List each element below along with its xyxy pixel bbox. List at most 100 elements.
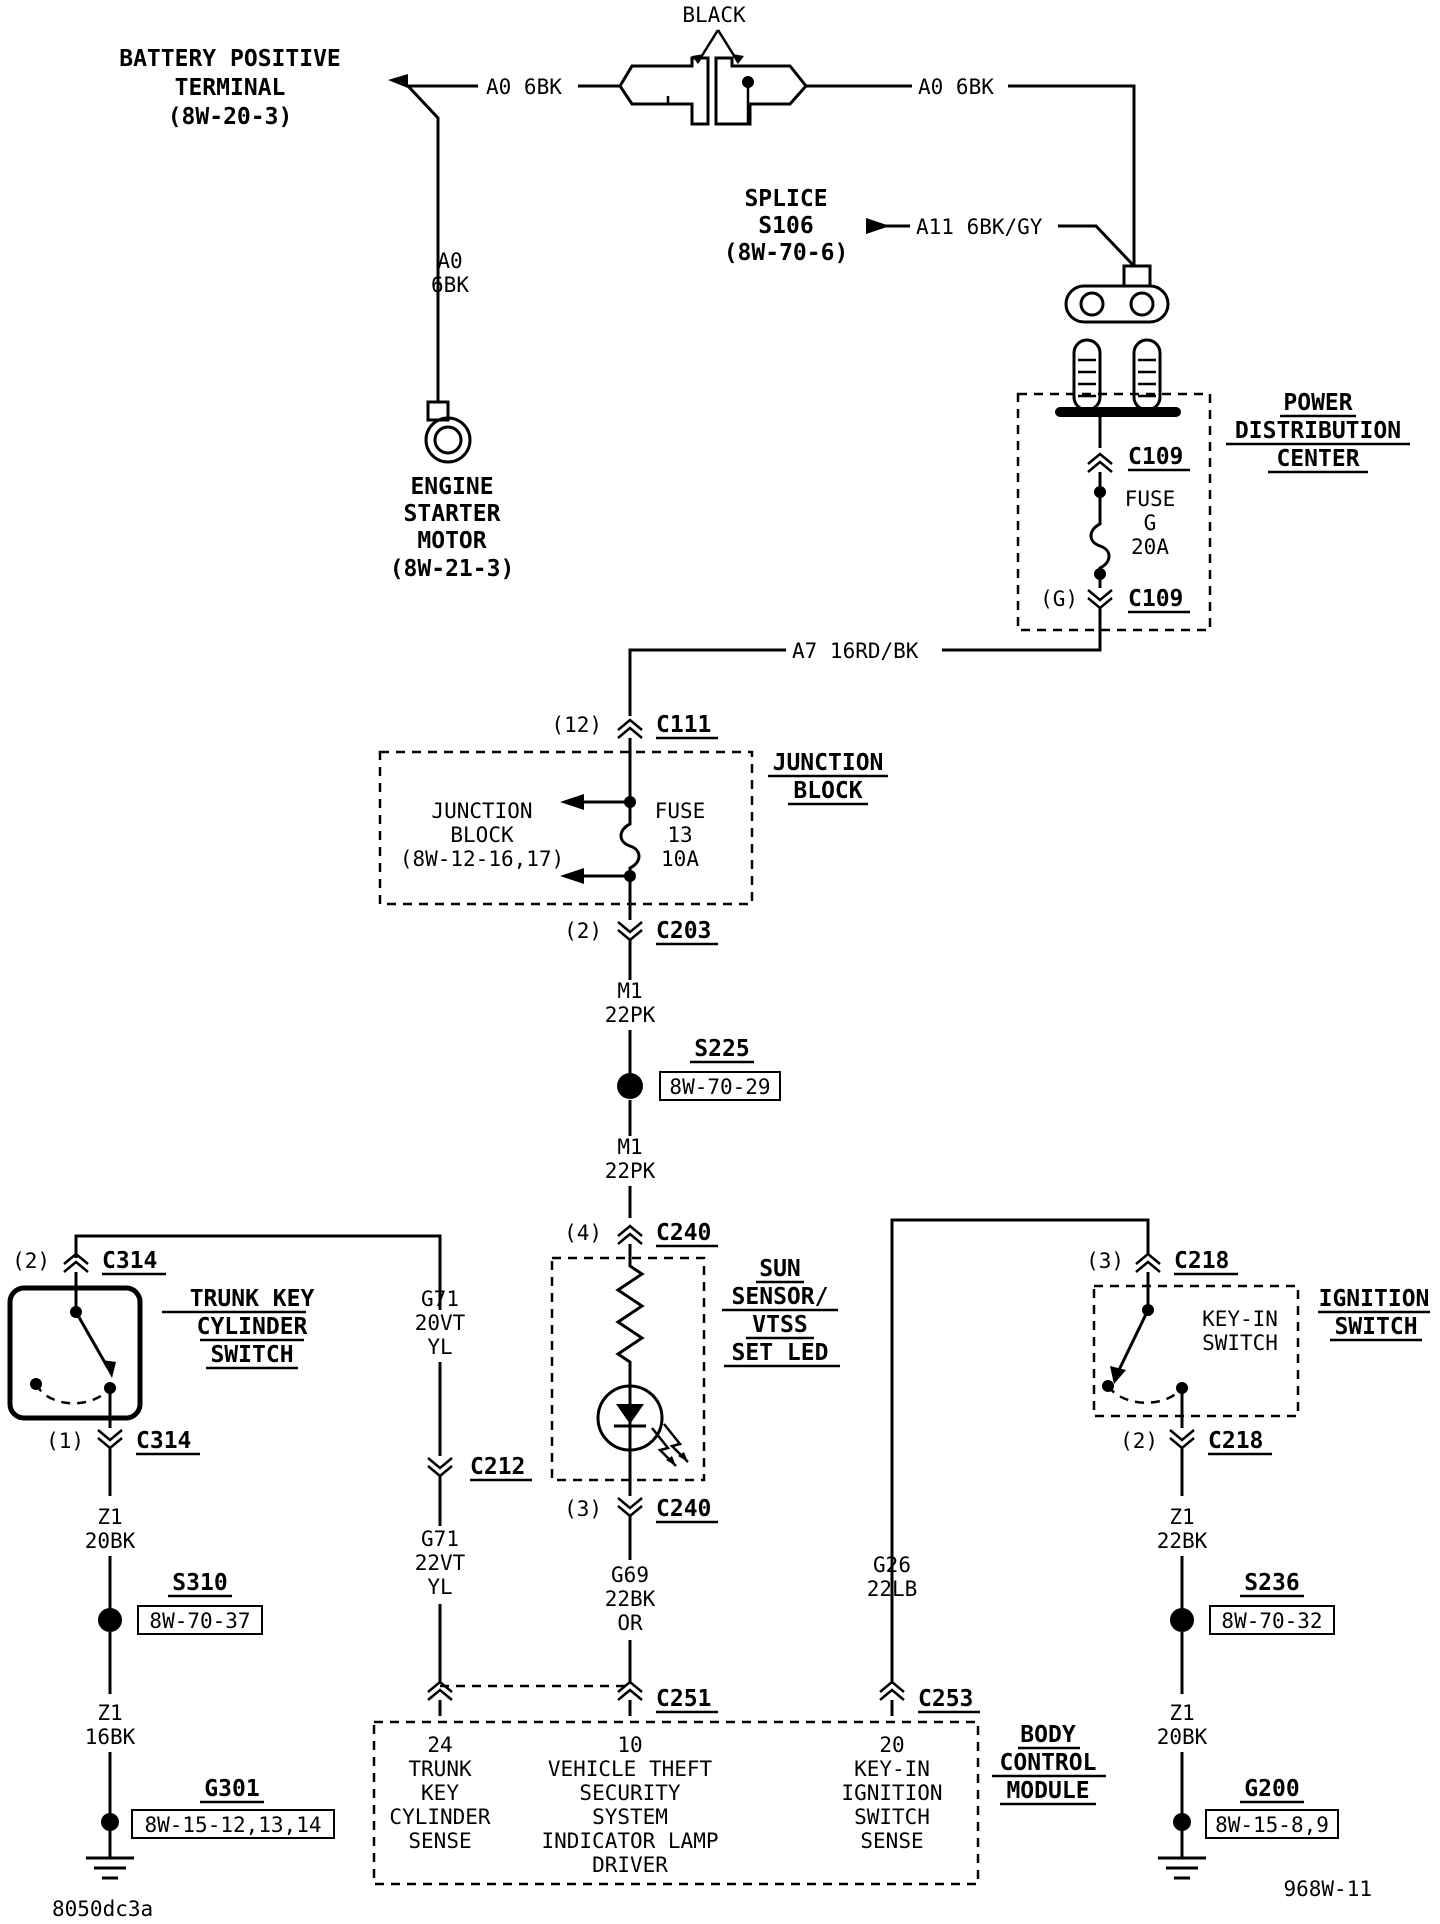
ign-inner-label-1: KEY-IN bbox=[1202, 1307, 1278, 1331]
g301-ref: 8W-15-12,13,14 bbox=[144, 1813, 321, 1837]
pdc-title-3: CENTER bbox=[1276, 446, 1359, 472]
c240-pin-top: (4) bbox=[564, 1221, 602, 1245]
wire-z1-left-upper-1: Z1 bbox=[97, 1505, 122, 1529]
c253-label: C253 bbox=[918, 1686, 973, 1712]
g301-ground-icon bbox=[86, 1830, 134, 1880]
pdc-stud-threads bbox=[1078, 358, 1156, 398]
sun-sensor-vtss-led: (4) C240 (3) C240 SUN SENSOR/ VTSS SET L… bbox=[550, 1220, 840, 1524]
fuse-13-label-2: 13 bbox=[667, 823, 692, 847]
bcm-pin24-label-4: SENSE bbox=[408, 1829, 471, 1853]
sun-sensor-title-2: SENSOR/ bbox=[732, 1284, 829, 1310]
bcm-pin20-label-3: SWITCH bbox=[854, 1805, 930, 1829]
pdc-lug bbox=[1122, 264, 1152, 288]
fuse-g-label-2: G bbox=[1144, 511, 1157, 535]
battery-title-2: TERMINAL bbox=[175, 75, 286, 101]
starter-title-1: ENGINE bbox=[410, 474, 493, 500]
wire-g71-upper-label-3: YL bbox=[427, 1335, 452, 1359]
wire-g71-lower-label-2: 22VT bbox=[415, 1551, 466, 1575]
jb-inner-label-1: JUNCTION bbox=[431, 799, 532, 823]
splice-s310: S310 8W-70-37 bbox=[98, 1570, 263, 1635]
trunk-switch-title-1: TRUNK KEY bbox=[190, 1286, 315, 1312]
ign-inner-label-2: SWITCH bbox=[1202, 1331, 1278, 1355]
bcm-pin10-label-3: SYSTEM bbox=[592, 1805, 668, 1829]
trunk-key-cylinder-switch: (2) C314 (1) C314 TRUNK KEY CYLINDER SWI… bbox=[7, 1234, 442, 1456]
c240-bottom-label: C240 bbox=[656, 1496, 711, 1522]
s310-splice-dot bbox=[98, 1608, 122, 1632]
wire-a7-left bbox=[628, 648, 786, 716]
wire-g71-lower-label-1: G71 bbox=[421, 1527, 459, 1551]
wire-a0-left-label: A0 6BK bbox=[486, 75, 562, 99]
g301-name: G301 bbox=[204, 1776, 259, 1802]
trunk-switch-dashed-arc bbox=[34, 1383, 111, 1405]
wire-trunk-loop bbox=[74, 1234, 442, 1310]
connector-right-half bbox=[714, 56, 808, 126]
c240-bottom-connector-icon bbox=[617, 1497, 643, 1518]
wire-g69-label-2: 22BK bbox=[605, 1587, 656, 1611]
sun-sensor-title-4: SET LED bbox=[732, 1340, 829, 1366]
starter-title-4: (8W-21-3) bbox=[390, 556, 515, 582]
wire-a0-right-label: A0 6BK bbox=[918, 75, 994, 99]
black-connector: BLACK bbox=[618, 3, 808, 126]
wire-z1-left-upper-2: 20BK bbox=[85, 1529, 136, 1553]
c212-connector-icon bbox=[427, 1457, 453, 1478]
battery-title-1: BATTERY POSITIVE bbox=[119, 46, 341, 72]
bcm-pin10-label-1: VEHICLE THEFT bbox=[548, 1757, 713, 1781]
starter-title-2: STARTER bbox=[404, 501, 501, 527]
s310-ref: 8W-70-37 bbox=[149, 1609, 250, 1633]
c218-top-label: C218 bbox=[1174, 1248, 1229, 1274]
bcm-pin24-label-3: CYLINDER bbox=[389, 1805, 491, 1829]
body-control-module: C251 C253 24 TRUNK KEY CYLINDER SENSE 10… bbox=[372, 1680, 1106, 1886]
c109-top-connector-icon bbox=[1087, 452, 1113, 473]
bcm-title-1: BODY bbox=[1020, 1722, 1076, 1748]
bcm-pin-stubs bbox=[438, 1700, 894, 1716]
bcm-pin24-num: 24 bbox=[427, 1733, 452, 1757]
battery-arrow-icon bbox=[388, 74, 408, 88]
c109-bottom-label: C109 bbox=[1128, 586, 1183, 612]
wire-a0-vert-label-1: A0 bbox=[437, 249, 462, 273]
junction-block-title-2: BLOCK bbox=[793, 778, 862, 804]
c111-label: C111 bbox=[656, 712, 711, 738]
c109-pin-g: (G) bbox=[1040, 587, 1078, 611]
c314-pin-top: (2) bbox=[12, 1249, 50, 1273]
bcm-pin10-label-4: INDICATOR LAMP bbox=[541, 1829, 718, 1853]
wire-g71-upper-label-1: G71 bbox=[421, 1287, 459, 1311]
fuse-13-icon bbox=[619, 802, 641, 876]
ignition-switch-title-2: SWITCH bbox=[1334, 1314, 1417, 1340]
g200-node bbox=[1173, 1813, 1191, 1831]
c109-top-label: C109 bbox=[1128, 444, 1183, 470]
ign-switch-blade-icon bbox=[1116, 1309, 1150, 1373]
bcm-pin20-num: 20 bbox=[879, 1733, 904, 1757]
footer-left-code: 8050dc3a bbox=[52, 1897, 153, 1921]
jb-arrow-bottom-icon bbox=[560, 868, 584, 884]
wire-z1-right-lower-1: Z1 bbox=[1169, 1701, 1194, 1725]
junction-block-dashed-box bbox=[378, 750, 754, 906]
wire-a0-vert-label-2: 6BK bbox=[431, 273, 469, 297]
c240-pin-bottom: (3) bbox=[564, 1497, 602, 1521]
led-light-rays-icon bbox=[651, 1423, 689, 1467]
wire-a11-label: A11 6BK/GY bbox=[916, 215, 1043, 239]
jb-inner-label-2: BLOCK bbox=[450, 823, 514, 847]
wire-g26-label-2: 22LB bbox=[867, 1577, 918, 1601]
wire-z1-right-lower-2: 20BK bbox=[1157, 1725, 1208, 1749]
s225-ref-box bbox=[659, 1071, 781, 1101]
fuse-13-label-1: FUSE bbox=[655, 799, 706, 823]
c218-pin-top: (3) bbox=[1086, 1249, 1124, 1273]
ignition-switch-dashed-box bbox=[1092, 1284, 1300, 1418]
wire-g26-loop bbox=[890, 1218, 1150, 1684]
fuse-13-label-3: 10A bbox=[661, 847, 699, 871]
ignition-switch: (3) C218 KEY-IN SWITCH (2) C218 IGNITION… bbox=[890, 1218, 1430, 1684]
bcm-pin20-label-1: KEY-IN bbox=[854, 1757, 930, 1781]
pdc-title-2: DISTRIBUTION bbox=[1235, 418, 1401, 444]
bcm-pin10-label-2: SECURITY bbox=[579, 1781, 681, 1805]
bcm-pin20-label-4: SENSE bbox=[860, 1829, 923, 1853]
g200-ground-icon bbox=[1158, 1830, 1206, 1880]
wire-g69-label-3: OR bbox=[617, 1611, 643, 1635]
power-distribution-center: C109 FUSE G 20A (G) C109 POWER DISTRIBUT… bbox=[1016, 264, 1410, 632]
c109-bottom-connector-icon bbox=[1087, 589, 1113, 610]
sun-sensor-title-1: SUN bbox=[759, 1256, 801, 1282]
sun-sensor-resistor-icon bbox=[615, 1244, 645, 1390]
s225-splice-dot bbox=[617, 1073, 643, 1099]
wire-m1-upper-label-2: 22PK bbox=[605, 1003, 656, 1027]
bcm-title-3: MODULE bbox=[1006, 1778, 1089, 1804]
